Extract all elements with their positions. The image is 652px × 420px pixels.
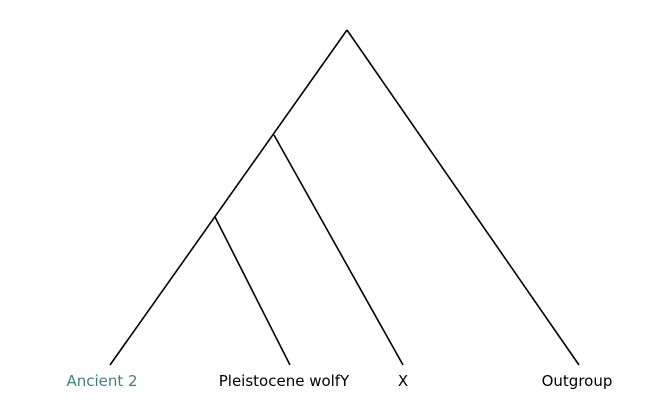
leaf-label-ancient2: Ancient 2 xyxy=(66,372,138,390)
branch-node1-to-x xyxy=(273,134,404,366)
branch-root-to-outgroup xyxy=(346,29,580,366)
leaf-label-pleistocene-wolfy: Pleistocene wolfY xyxy=(218,372,350,390)
leaf-label-outgroup: Outgroup xyxy=(541,372,613,390)
branch-root-to-ancient2 xyxy=(109,29,348,366)
branch-node2-to-pleistocene xyxy=(214,216,291,366)
leaf-label-x: X xyxy=(397,372,409,390)
